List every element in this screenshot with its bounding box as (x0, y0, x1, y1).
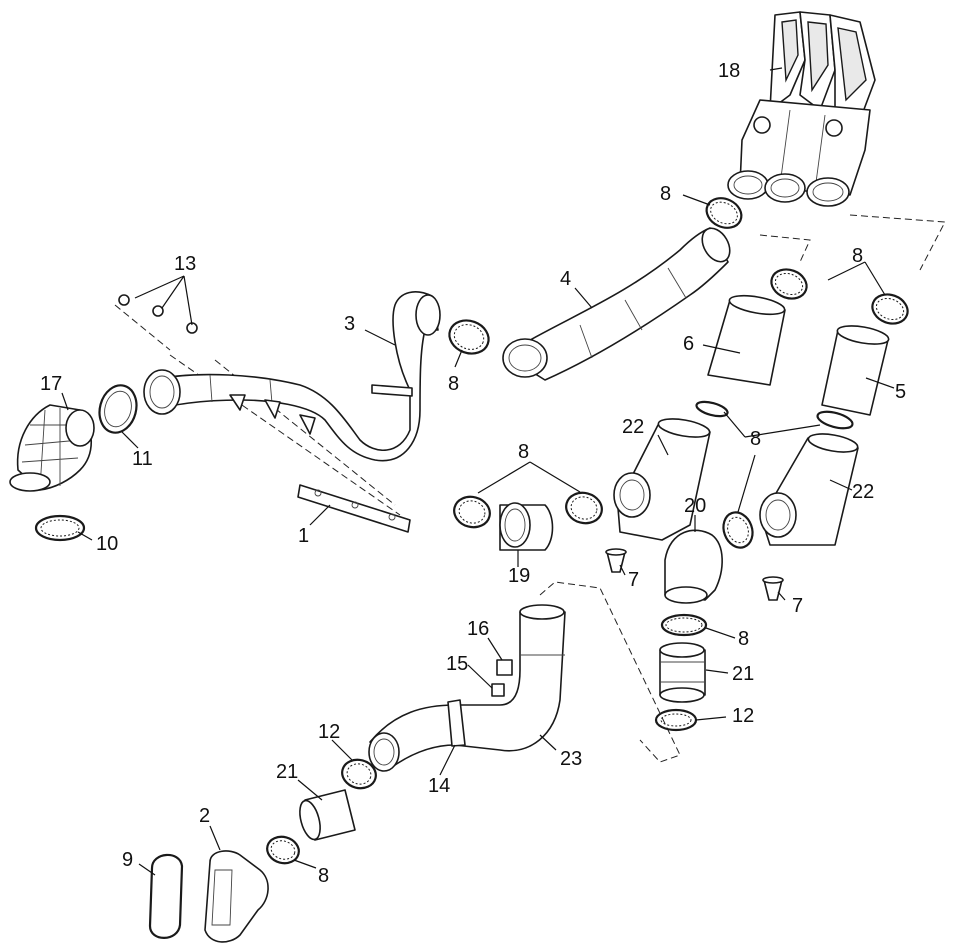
callout-16: 16 (467, 618, 489, 640)
clamp-8-k (266, 835, 300, 865)
callout-9: 9 (122, 849, 133, 871)
coupler-21-lower (299, 789, 356, 841)
callout-6: 6 (683, 333, 694, 355)
callout-8-f: 8 (738, 628, 749, 650)
clamp-8-e (695, 400, 729, 418)
clamp-8-a (705, 197, 743, 229)
sleeve-5 (821, 325, 890, 416)
callout-12-b: 12 (318, 721, 340, 743)
callout-23: 23 (560, 748, 582, 770)
fitting-16 (496, 659, 513, 676)
callout-13: 13 (174, 253, 196, 275)
clamp-8-j (660, 613, 708, 637)
callout-4: 4 (560, 268, 571, 290)
callout-21-b: 21 (276, 761, 298, 783)
coupler-21-upper (659, 642, 706, 703)
callout-11: 11 (132, 448, 153, 470)
clamp-8-h (565, 491, 603, 525)
callout-1: 1 (298, 525, 309, 547)
clamp-8-c (871, 293, 909, 325)
callout-14: 14 (428, 775, 450, 797)
clamp-8-d (448, 319, 490, 355)
callout-20: 20 (684, 495, 706, 517)
bracket-1 (297, 484, 411, 533)
clamp-10 (34, 514, 86, 542)
clamp-12-lower (341, 758, 377, 790)
callout-8-c: 8 (448, 373, 459, 395)
callout-7-b: 7 (792, 595, 803, 617)
y-piece-22-right (759, 433, 859, 546)
callout-8-a: 8 (660, 183, 671, 205)
callout-8-e: 8 (518, 441, 529, 463)
y-piece-22-left (613, 418, 711, 541)
sleeve-6 (707, 294, 786, 386)
callout-22-a: 22 (622, 416, 644, 438)
clamp-8-f (816, 410, 854, 430)
callout-3: 3 (344, 313, 355, 335)
callout-5: 5 (895, 381, 906, 403)
clamp-8-g (453, 495, 491, 529)
callout-8-g: 8 (318, 865, 329, 887)
tube-3 (143, 291, 441, 462)
elbow-20 (664, 529, 723, 604)
callout-17: 17 (40, 373, 62, 395)
callout-8-d: 8 (750, 428, 761, 450)
callout-10: 10 (96, 533, 118, 555)
callouts: 18 8 4 8 6 5 8 3 13 17 11 10 1 22 8 22 8… (40, 60, 906, 887)
adaptor-2 (204, 850, 269, 943)
bolts-13 (118, 294, 198, 334)
callout-18: 18 (718, 60, 740, 82)
hose-4 (502, 227, 731, 381)
callout-19: 19 (508, 565, 530, 587)
callout-12-a: 12 (732, 705, 754, 727)
clamp-12-upper (654, 708, 698, 732)
elbow-17 (9, 404, 95, 492)
callout-2: 2 (199, 805, 210, 827)
coupler-19 (499, 502, 554, 551)
callout-7-a: 7 (628, 569, 639, 591)
intake-manifold-18 (727, 11, 876, 207)
clamp-8-b (770, 268, 808, 300)
callout-21-a: 21 (732, 663, 754, 685)
callout-8-b: 8 (852, 245, 863, 267)
valve-7-right (762, 576, 784, 601)
callout-15: 15 (446, 653, 468, 675)
clamp-8-i (722, 511, 754, 549)
gasket-11 (98, 384, 138, 434)
valve-7-left (605, 548, 627, 573)
leader-lines (61, 67, 895, 876)
fitting-15 (491, 683, 505, 697)
gasket-9 (148, 853, 184, 939)
pipe-23 (368, 604, 566, 772)
callout-22-b: 22 (852, 481, 874, 503)
